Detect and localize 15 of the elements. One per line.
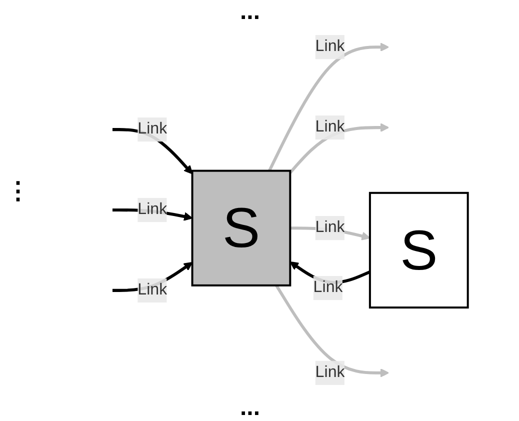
edge-label: Link xyxy=(315,364,345,381)
ellipsis-mark: ⋮ xyxy=(6,180,30,204)
edge-label: Link xyxy=(138,281,168,298)
arrow xyxy=(275,284,390,378)
edge-label: Link xyxy=(315,38,345,56)
node-box: S xyxy=(191,170,292,286)
edge-label: Link xyxy=(315,118,345,136)
node-box: S xyxy=(368,192,469,309)
arrow xyxy=(268,42,390,172)
edge-label: Link xyxy=(315,219,345,236)
edge-label: Link xyxy=(138,120,168,138)
ellipsis-mark: ... xyxy=(240,396,260,420)
edge-label: Link xyxy=(138,200,168,218)
edge-label: Link xyxy=(313,278,343,296)
ellipsis-mark: ... xyxy=(240,0,260,24)
